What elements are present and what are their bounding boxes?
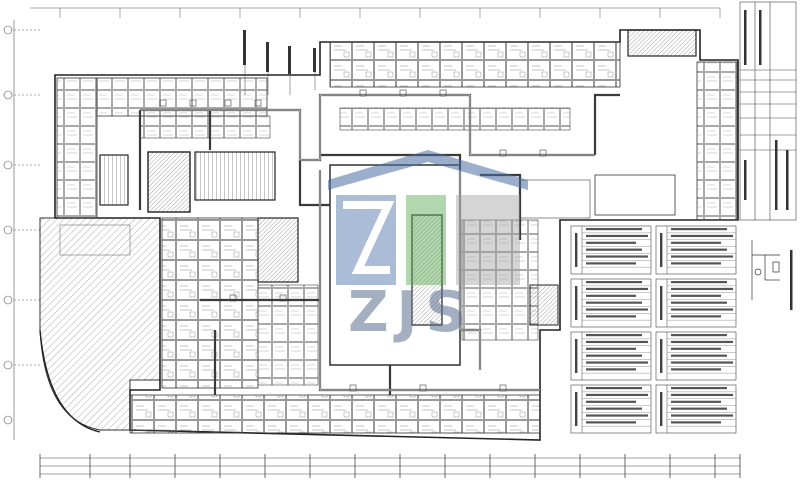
annotation-text-marks (243, 30, 316, 74)
legend-tables (570, 225, 740, 440)
schematic-diagram (751, 240, 780, 300)
top-left-office-block (56, 77, 98, 219)
curved-wall (39, 329, 101, 433)
right-rooms (696, 61, 738, 221)
left-middle-rooms (161, 217, 259, 389)
legend-table-0 (570, 225, 652, 275)
legend-table-3 (570, 384, 652, 434)
right-elevator (627, 29, 697, 57)
legend-table-4 (655, 225, 737, 275)
atrium-right-core (411, 214, 443, 326)
upper-rooms-row (139, 115, 271, 139)
mid-right-rooms (339, 107, 571, 131)
watermark-text: ZJS (348, 280, 474, 345)
title-block (739, 1, 797, 221)
center-left-rooms (257, 284, 319, 386)
hatched-inner-room (59, 224, 131, 256)
elevator-core (147, 151, 191, 213)
central-core (257, 217, 299, 283)
legend-table-6 (655, 331, 737, 381)
left-grid-axis (3, 20, 40, 440)
air-diffusers (159, 89, 547, 392)
legend-table-2 (570, 331, 652, 381)
bottom-rooms-row (129, 394, 541, 434)
right-stair (529, 284, 559, 326)
duct-network-inner (140, 94, 595, 391)
top-grid-marks (30, 7, 721, 18)
legend-table-1 (570, 278, 652, 328)
right-middle-rooms (461, 219, 539, 341)
bottom-dimension-lines (39, 454, 741, 478)
top-right-office-block (329, 41, 621, 88)
stair-core-2 (194, 151, 276, 201)
title-block-text-marks (744, 10, 789, 210)
legend-table-7 (655, 384, 737, 434)
legend-tables-graphic (570, 225, 737, 434)
stair-core (99, 154, 129, 206)
legend-table-5 (655, 278, 737, 328)
conference-room (594, 174, 676, 216)
watermark-logo: ZJS (318, 150, 538, 350)
schematic-label (790, 250, 793, 310)
watermark-graphic (328, 150, 528, 285)
